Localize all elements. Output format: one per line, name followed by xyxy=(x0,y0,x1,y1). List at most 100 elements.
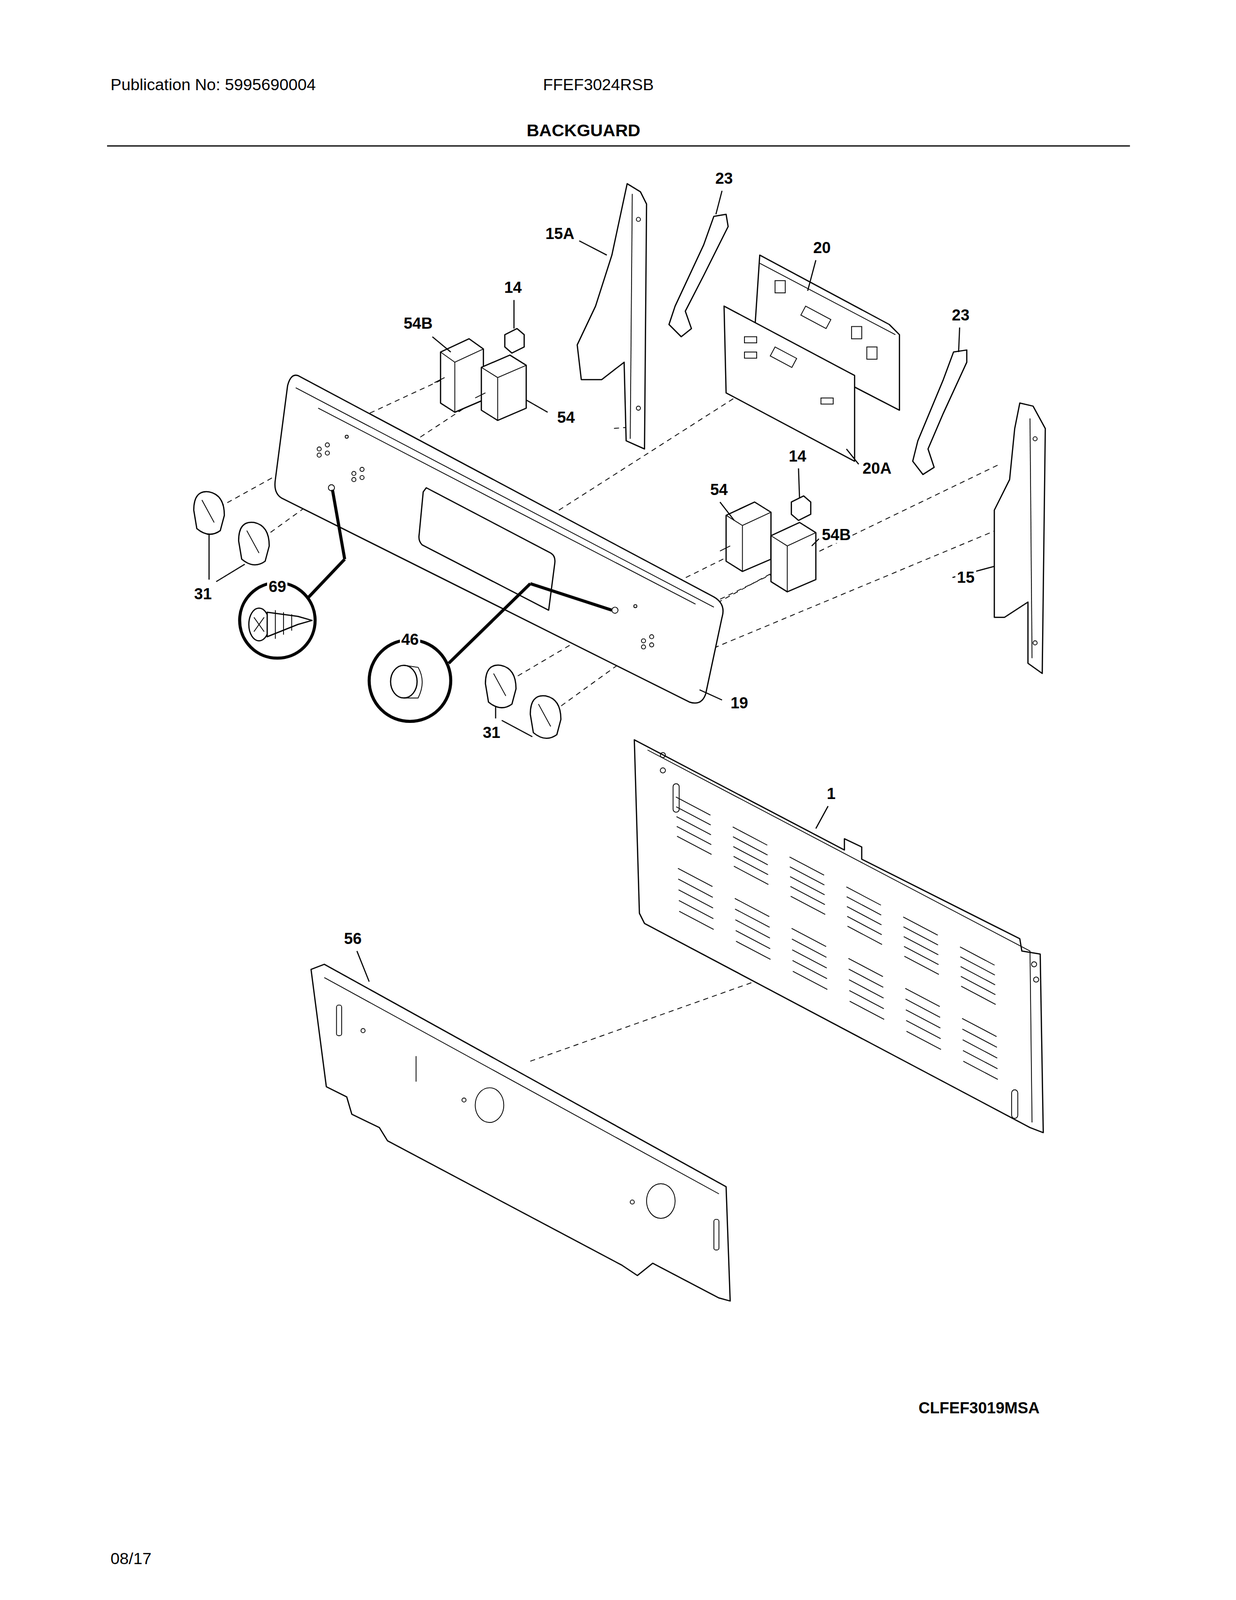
louver-slot xyxy=(792,938,827,958)
callout-number: 20A xyxy=(861,459,894,477)
callout-number: 20 xyxy=(811,238,833,257)
overlay xyxy=(724,305,855,461)
callout-number: 31 xyxy=(481,723,502,742)
louver-slot xyxy=(905,988,940,1007)
louver-slot xyxy=(962,1028,998,1047)
louver-slot xyxy=(790,895,825,915)
callout-number: 15A xyxy=(543,224,576,243)
louver-slot xyxy=(963,1061,998,1080)
louver-slot xyxy=(904,955,939,975)
louver-slot xyxy=(903,926,938,945)
louver-slot xyxy=(735,930,771,949)
callout-number: 15 xyxy=(955,568,976,587)
screw-detail xyxy=(239,489,345,658)
louver-slot xyxy=(792,970,828,990)
louver-slot xyxy=(679,900,714,919)
switch xyxy=(719,501,771,571)
callout-number: 69 xyxy=(267,577,288,596)
louver-slot xyxy=(791,928,826,947)
louver-slot xyxy=(733,855,768,875)
louver-slot xyxy=(790,886,825,905)
switch xyxy=(434,338,484,413)
louver-slot xyxy=(678,889,714,908)
louver-slot xyxy=(678,868,713,887)
louver-slot xyxy=(905,998,940,1018)
callout-number: 23 xyxy=(950,306,971,324)
wire-clip xyxy=(912,349,967,475)
louver-slot xyxy=(962,1039,998,1059)
switch xyxy=(771,522,817,592)
callout-number: 54B xyxy=(402,314,435,333)
louver-slot xyxy=(789,856,824,875)
callout-number: 23 xyxy=(713,169,735,188)
louver-slot xyxy=(679,910,714,930)
louver-slot xyxy=(790,866,825,886)
button-detail xyxy=(369,583,613,722)
louver-slot xyxy=(732,826,768,846)
louver-slot xyxy=(792,960,827,979)
louver-slot xyxy=(847,916,882,935)
callout-number: 31 xyxy=(192,585,214,603)
louver-slot xyxy=(962,1017,997,1037)
callout-number: 46 xyxy=(399,630,421,649)
model-number: FFEF3024RSB xyxy=(541,75,655,94)
drawing-code: CLFEF3019MSA xyxy=(917,1398,1042,1417)
louver-slot xyxy=(848,968,884,988)
relay xyxy=(504,328,524,354)
callout-number: 54B xyxy=(820,525,853,544)
louver-slot xyxy=(963,1050,998,1069)
wire-clip xyxy=(668,214,729,337)
louver-slot xyxy=(790,876,825,895)
louver-slot xyxy=(676,825,712,845)
louver-slot xyxy=(676,796,711,816)
louver-slot xyxy=(960,956,995,975)
louver-slot xyxy=(848,958,883,977)
side-bracket xyxy=(994,402,1046,674)
louver-slot xyxy=(735,908,770,928)
louver-slot xyxy=(677,836,712,855)
louver-slot xyxy=(960,966,996,985)
louver-slot xyxy=(849,990,884,1009)
louver-slot xyxy=(846,896,882,916)
louver-slot xyxy=(734,898,770,917)
lower-bracket xyxy=(311,964,731,1301)
callout-number: 1 xyxy=(825,784,838,803)
louver-slot xyxy=(676,816,712,835)
louver-slot xyxy=(678,878,713,898)
louver-slot xyxy=(792,949,827,968)
louver-slot xyxy=(735,919,770,938)
section-title: BACKGUARD xyxy=(525,121,643,141)
publication-number: Publication No: 5995690004 xyxy=(109,75,317,94)
louver-slot xyxy=(961,985,996,1005)
relay xyxy=(791,495,811,521)
date-code: 08/17 xyxy=(109,1549,153,1568)
louver-slot xyxy=(903,946,939,965)
side-bracket xyxy=(577,183,647,449)
louver-slot xyxy=(960,976,996,995)
callout-number: 19 xyxy=(728,694,750,712)
callout-number: 54 xyxy=(708,480,729,499)
louver-slot xyxy=(735,940,771,960)
knob xyxy=(193,491,561,739)
header-rule xyxy=(107,145,1130,147)
louver-slot xyxy=(849,979,884,999)
louver-slot xyxy=(903,936,939,955)
louver-slot xyxy=(906,1020,941,1039)
louver-slot xyxy=(905,1009,941,1029)
switch xyxy=(475,354,526,421)
louver-slot xyxy=(846,906,882,925)
callout-number: 14 xyxy=(502,278,523,297)
leader-lines xyxy=(208,190,995,982)
callout-number: 54 xyxy=(555,408,577,427)
callout-number: 56 xyxy=(342,929,364,948)
overlay-keys xyxy=(744,336,834,405)
backguard-panel xyxy=(274,375,723,703)
rear-panel xyxy=(634,739,1044,1133)
louver-slot xyxy=(903,916,938,935)
louver-slot xyxy=(676,806,711,825)
louver-slot xyxy=(733,866,769,885)
louver-slot xyxy=(849,1000,885,1020)
louver-slot xyxy=(846,886,881,905)
